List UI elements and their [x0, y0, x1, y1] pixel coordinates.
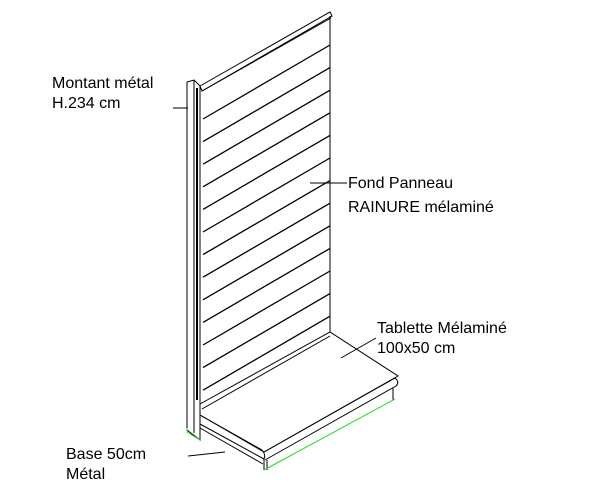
panel-label: Fond Panneau RAINURE mélaminé: [348, 172, 494, 220]
panel-label-line1: Fond Panneau: [348, 175, 453, 192]
base-leader: [187, 451, 226, 457]
slat-groove: [202, 157, 331, 233]
base-label-line1: Base 50cm: [66, 446, 147, 463]
slat-groove: [202, 202, 331, 278]
slat-groove: [202, 44, 331, 120]
upright-label-line2: H.234 cm: [52, 95, 121, 112]
slat-groove: [202, 270, 331, 346]
slat-groove: [202, 293, 331, 369]
upright-label-line1: Montant métal: [52, 75, 154, 92]
slat-groove: [202, 180, 331, 256]
slat-groove: [202, 315, 331, 391]
base-label-line2: Métal: [66, 466, 106, 483]
panel-top-cap: [199, 11, 333, 92]
slat-groove: [202, 89, 331, 165]
slat-groove: [202, 112, 331, 188]
base-edge: [186, 398, 396, 471]
metal-upright: [186, 79, 201, 442]
shelf-label-line2: 100x50 cm: [377, 340, 456, 357]
upright-label: Montant métal H.234 cm: [52, 74, 153, 114]
base-label: Base 50cm Métal: [66, 445, 146, 485]
shelf-label: Tablette Mélaminé 100x50 cm: [377, 319, 507, 359]
slat-groove: [202, 67, 331, 143]
shelf-label-line1: Tablette Mélaminé: [377, 320, 507, 337]
shelf-tablet: [199, 331, 399, 470]
panel-label-line2: RAINURE mélaminé: [348, 199, 494, 216]
slat-groove: [202, 247, 331, 323]
shelf-leader: [340, 337, 377, 359]
slat-groove: [202, 134, 331, 210]
slat-groove: [202, 225, 331, 301]
